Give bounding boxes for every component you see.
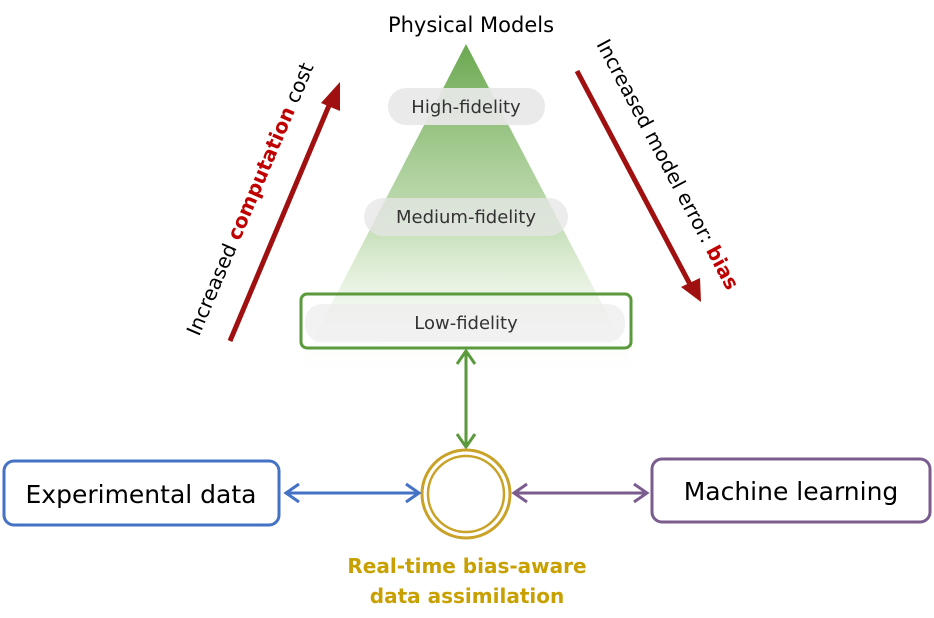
computation-cost-arrow <box>227 95 336 342</box>
assimilation-label-line1: Real-time bias-aware <box>347 554 586 578</box>
computation-cost-arrowhead <box>321 82 340 111</box>
level-high-fidelity-label: High-fidelity <box>411 97 521 118</box>
computation-cost-suffix: cost <box>278 59 319 113</box>
level-high-fidelity[interactable]: High-fidelity <box>388 88 545 125</box>
computation-cost-prefix: Increased <box>182 234 245 339</box>
assimilation-node[interactable] <box>420 448 512 540</box>
lowfidelity-assimilation-link <box>455 348 477 450</box>
model-error-arrow <box>574 69 696 292</box>
level-low-fidelity-label: Low-fidelity <box>414 313 518 334</box>
computation-highlight: computation <box>222 103 300 244</box>
model-error-label: Increased model error: bias <box>592 35 745 294</box>
pyramid-title: Physical Models <box>388 13 554 37</box>
level-low-fidelity[interactable]: Low-fidelity <box>299 292 633 350</box>
level-medium-fidelity[interactable]: Medium-fidelity <box>364 198 568 236</box>
machinelearning-assimilation-link <box>511 482 650 504</box>
machine-learning-node[interactable]: Machine learning <box>650 457 932 524</box>
level-medium-fidelity-label: Medium-fidelity <box>396 207 536 228</box>
experimental-data-node[interactable]: Experimental data <box>2 459 281 527</box>
bias-highlight: bias <box>701 241 744 293</box>
model-error-arrowhead <box>681 278 701 302</box>
experimental-assimilation-link <box>283 482 422 504</box>
machine-learning-label: Machine learning <box>684 477 899 506</box>
experimental-data-label: Experimental data <box>26 480 257 509</box>
assimilation-label-line2: data assimilation <box>370 584 564 608</box>
